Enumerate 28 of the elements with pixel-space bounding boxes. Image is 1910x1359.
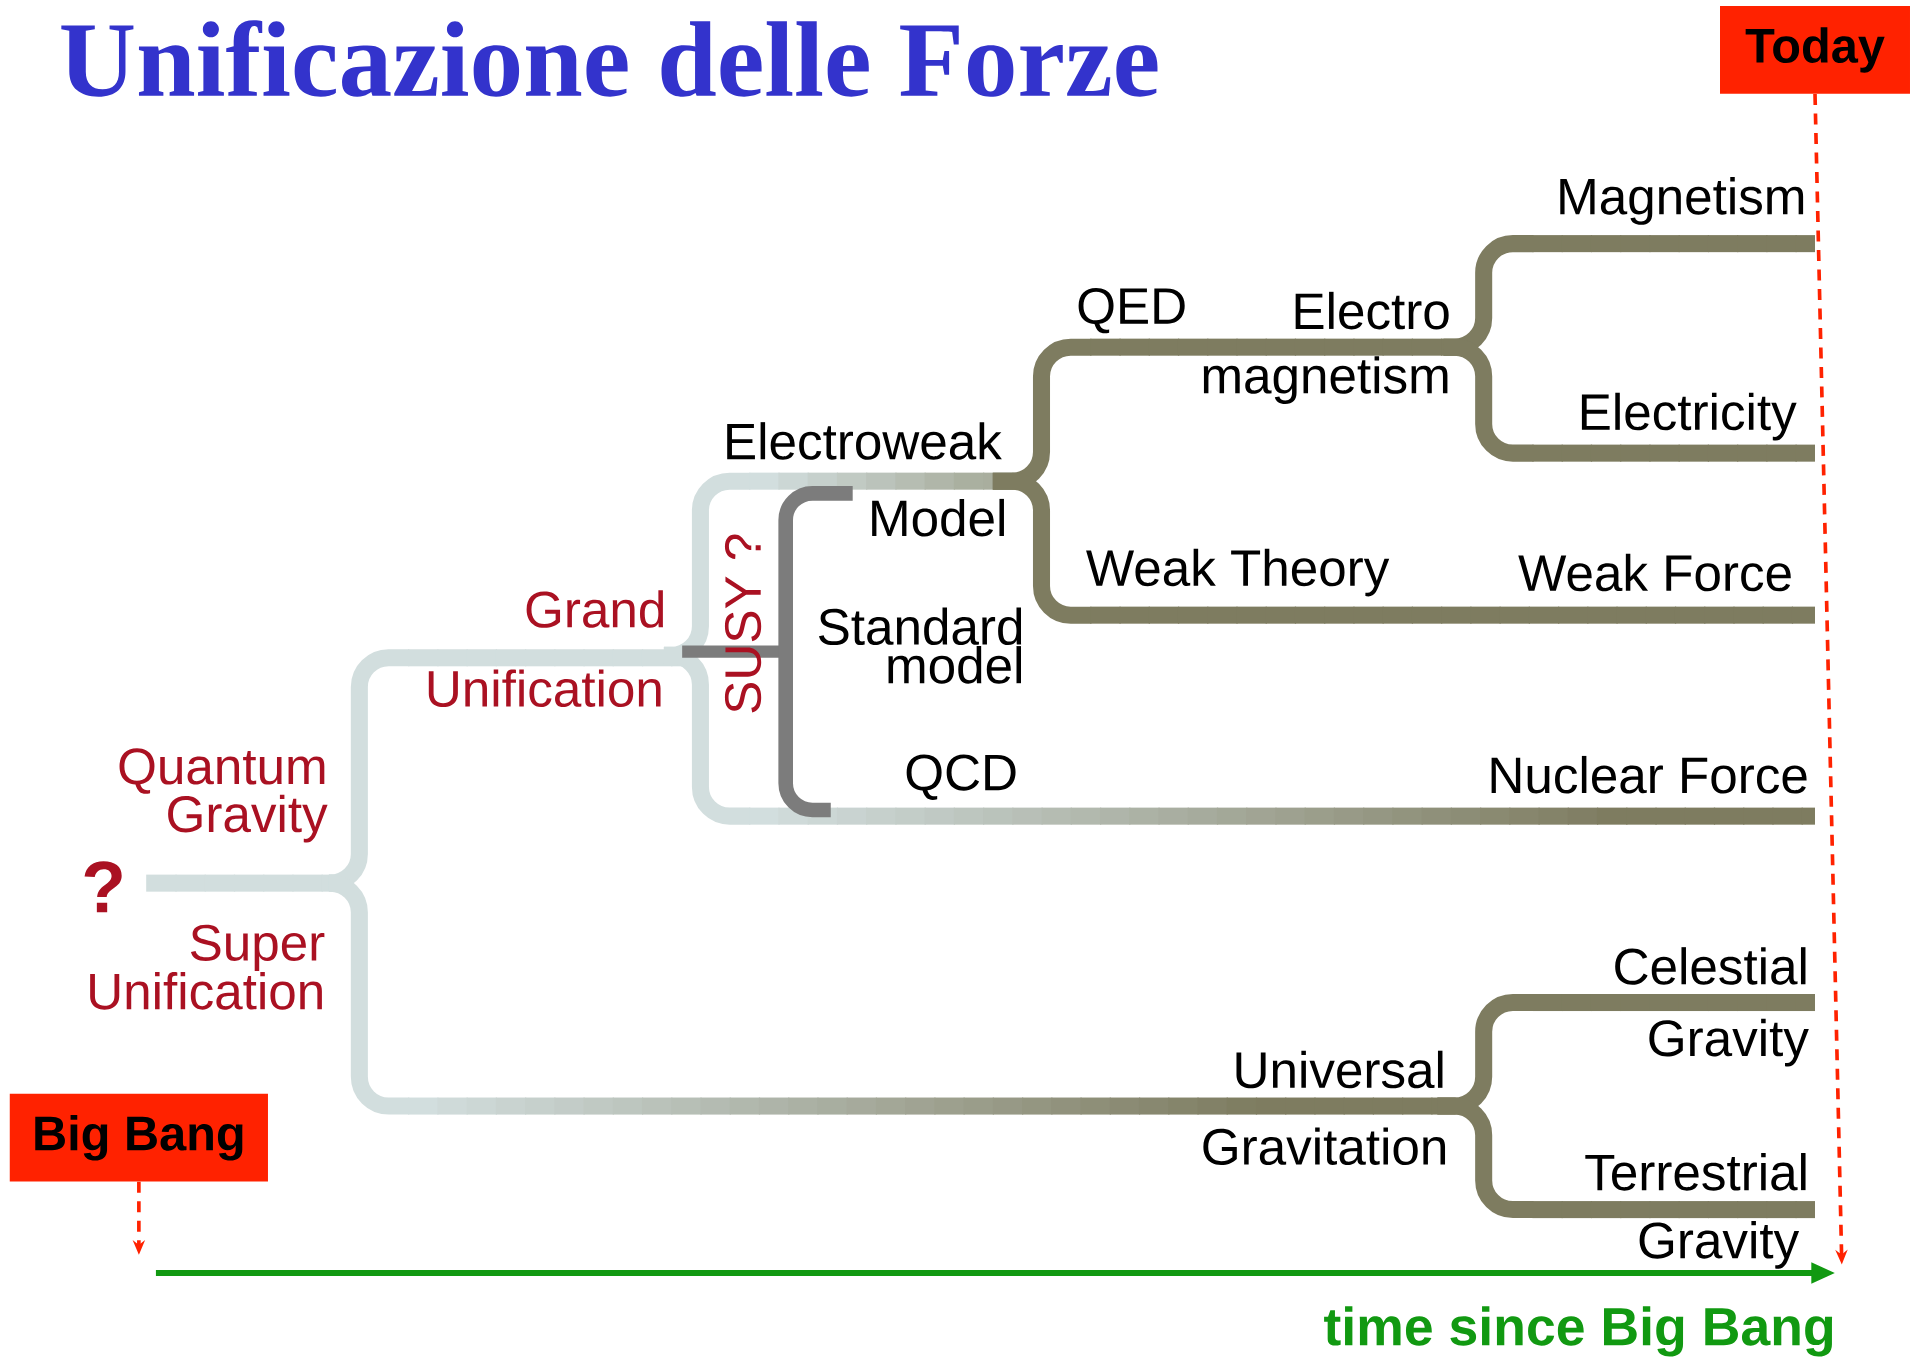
branch-label: Gravity [1639,1220,1800,1269]
branch-label: Gravitation [1203,1127,1446,1165]
branch-label: Celestial [1615,946,1806,985]
branch-label: Electroweak [727,421,1002,460]
branch-label: Unification [428,669,661,707]
branch-label: Super Unification [90,924,325,1010]
branch-label: Nuclear Force [1491,755,1807,794]
branch-label: Terrestrial [1585,1152,1806,1191]
branch-label: Electro [1295,291,1449,330]
branch-label: Model [872,498,1004,537]
branch-label: Grand [526,590,663,628]
event-box: Big Bang [9,1093,268,1182]
branch-label: Quantum Gravity [119,748,328,843]
branch-label: Electricity [1581,392,1797,441]
event-box: Today [1720,5,1910,94]
question-mark: ? [84,861,122,913]
branch-label: SUSY ? [724,534,762,713]
branch-label: QED [1078,287,1185,334]
branch-label: Gravity [1649,1018,1809,1067]
title: Unificazione delle Forze [61,20,1158,97]
branch-label: Weak Theory [1086,548,1390,597]
branch-label: Standard model [819,607,1022,684]
branch-label: Weak Force [1518,553,1791,592]
branch-label: magnetism [1203,356,1448,404]
branch-label: QCD [906,754,1016,800]
axis-label: time since Big Bang [1324,1306,1833,1357]
branch-label: Magnetism [1560,176,1804,225]
branch-label: Universal [1236,1050,1443,1089]
